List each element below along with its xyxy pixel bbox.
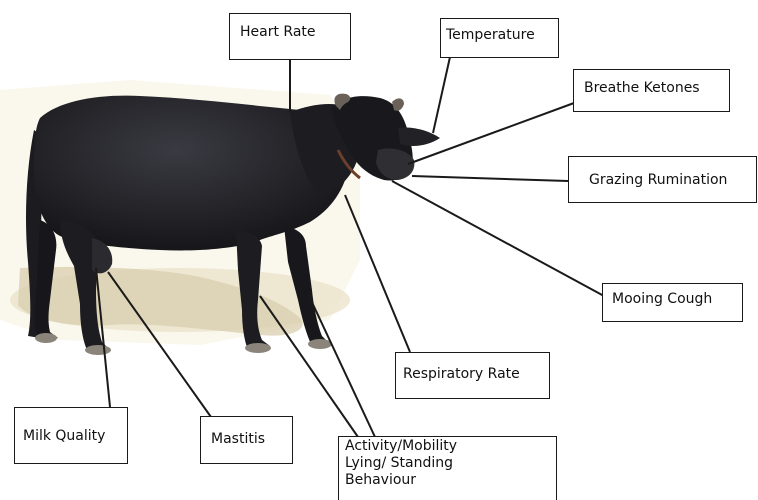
label-activity-line-2: Lying/ Standing <box>345 455 556 472</box>
label-mooing-cough-text: Mooing Cough <box>612 291 742 308</box>
label-mooing-cough: Mooing Cough <box>602 283 743 322</box>
line-temperature <box>433 57 450 133</box>
label-temperature: Temperature <box>440 18 559 58</box>
label-mastitis-text: Mastitis <box>211 431 292 448</box>
label-heart-rate-text: Heart Rate <box>240 24 350 41</box>
line-breathe-ketones <box>408 103 574 164</box>
label-respiratory-rate: Respiratory Rate <box>395 352 550 399</box>
label-respiratory-rate-text: Respiratory Rate <box>403 366 549 383</box>
label-mastitis: Mastitis <box>200 416 293 464</box>
label-activity-line-3: Behaviour <box>345 472 556 489</box>
label-breathe-ketones: Breathe Ketones <box>573 69 730 112</box>
label-temperature-text: Temperature <box>446 27 558 44</box>
label-grazing-rumination-text: Grazing Rumination <box>589 172 756 189</box>
label-milk-quality: Milk Quality <box>14 407 128 464</box>
label-milk-quality-text: Milk Quality <box>23 428 127 445</box>
label-activity-behaviour: Activity/Mobility Lying/ Standing Behavi… <box>338 436 557 500</box>
label-activity-line-1: Activity/Mobility <box>345 438 556 455</box>
line-respiratory-rate <box>345 195 410 352</box>
line-grazing-rumination <box>412 176 568 181</box>
label-grazing-rumination: Grazing Rumination <box>568 156 757 203</box>
label-heart-rate: Heart Rate <box>229 13 351 60</box>
label-breathe-ketones-text: Breathe Ketones <box>584 80 729 97</box>
